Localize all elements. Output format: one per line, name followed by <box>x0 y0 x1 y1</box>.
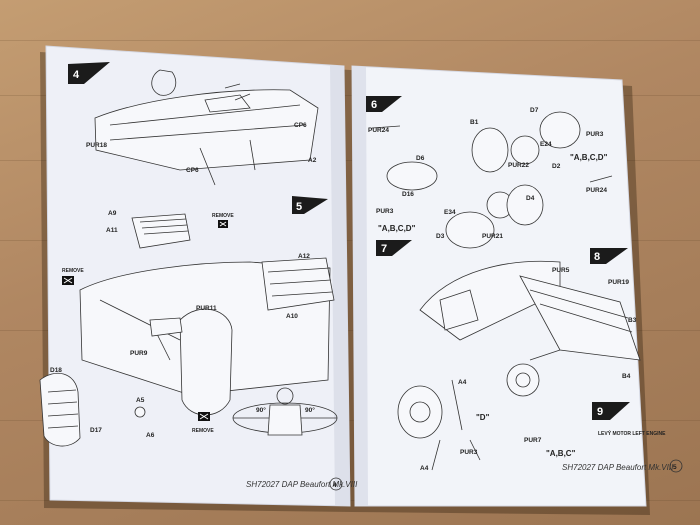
part-label: CP6 <box>186 167 199 174</box>
part-label: PUR21 <box>482 233 503 240</box>
part-label: B4 <box>622 373 631 380</box>
engine-assembly-drawing <box>371 111 613 249</box>
part-label: D3 <box>436 233 445 240</box>
svg-text:4: 4 <box>73 69 80 81</box>
svg-text:6: 6 <box>371 99 377 111</box>
part-label: PUR18 <box>86 142 107 149</box>
panel-d17-drawing <box>39 372 81 447</box>
step-5-badge: 5 <box>292 196 328 214</box>
variant-label: "A,B,C,D" <box>378 224 416 233</box>
part-label: A2 <box>308 157 317 164</box>
step-4-badge: 4 <box>68 62 110 84</box>
part-label: E34 <box>444 209 456 216</box>
part-label: A12 <box>298 253 310 260</box>
airframe-drawing <box>397 260 641 471</box>
left-engine-label: LEVÝ MOTOR LEFT ENGINE <box>598 430 666 437</box>
part-label: D4 <box>526 195 535 202</box>
variant-label: "D" <box>476 413 490 422</box>
part-label: A5 <box>136 397 145 404</box>
variant-label: "A,B,C" <box>546 449 576 458</box>
left-page-number: 4 <box>333 482 337 489</box>
remove-marker: REMOVE <box>192 412 214 434</box>
svg-text:REMOVE: REMOVE <box>212 213 234 219</box>
part-label: PUR3 <box>586 131 604 138</box>
part-label: E24 <box>540 141 552 148</box>
angle-label: 90° <box>305 406 315 414</box>
part-label: A11 <box>106 227 118 234</box>
angle-label: 90° <box>256 406 266 414</box>
right-footer-code: SH72027 DAP Beaufort Mk.VIII <box>562 463 674 472</box>
part-label: PUR3 <box>376 208 394 215</box>
part-label: D16 <box>402 191 414 198</box>
wing-assembly-drawing <box>79 257 335 418</box>
svg-text:7: 7 <box>381 243 387 255</box>
variant-label: "A,B,C,D" <box>570 153 608 162</box>
step-7-badge: 7 <box>376 240 412 256</box>
step-9-badge: 9 <box>592 402 630 420</box>
part-label: CP6 <box>294 122 307 129</box>
part-label: D17 <box>90 427 102 434</box>
part-label: PUR7 <box>524 437 542 444</box>
part-label: PUR24 <box>368 127 389 134</box>
part-label: PUR22 <box>508 162 529 169</box>
part-label: A4 <box>458 379 467 386</box>
svg-text:REMOVE: REMOVE <box>62 268 84 274</box>
part-label: D18 <box>50 367 62 374</box>
part-label: PUR9 <box>130 350 148 357</box>
left-footer-code: SH72027 DAP Beaufort Mk.VIII <box>246 480 358 489</box>
part-label: PUR24 <box>586 187 607 194</box>
part-label: B3 <box>628 317 637 324</box>
step-6-badge: 6 <box>366 96 402 112</box>
step-8-badge: 8 <box>590 248 628 264</box>
part-label: A9 <box>108 210 117 217</box>
part-label: A6 <box>146 432 155 439</box>
part-label: B1 <box>470 119 479 126</box>
front-view-drawing <box>232 387 338 436</box>
remove-marker: REMOVE <box>212 213 234 228</box>
svg-text:5: 5 <box>296 201 302 213</box>
right-page-number: 5 <box>673 464 677 471</box>
panel-a9-drawing <box>131 213 191 249</box>
part-label: PUR3 <box>460 449 478 456</box>
fuselage-assembly-drawing <box>94 69 319 186</box>
part-label: A4 <box>420 465 429 472</box>
part-label: D6 <box>416 155 425 162</box>
remove-marker: REMOVE <box>62 268 84 285</box>
part-label: PUR5 <box>552 267 570 274</box>
part-label: PUR19 <box>608 279 629 286</box>
svg-text:REMOVE: REMOVE <box>192 428 214 434</box>
part-label: A10 <box>286 313 298 320</box>
svg-text:9: 9 <box>597 406 603 418</box>
svg-text:8: 8 <box>594 251 600 263</box>
part-label: PUR11 <box>196 305 217 312</box>
part-label: D2 <box>552 163 561 170</box>
part-label: D7 <box>530 107 539 114</box>
